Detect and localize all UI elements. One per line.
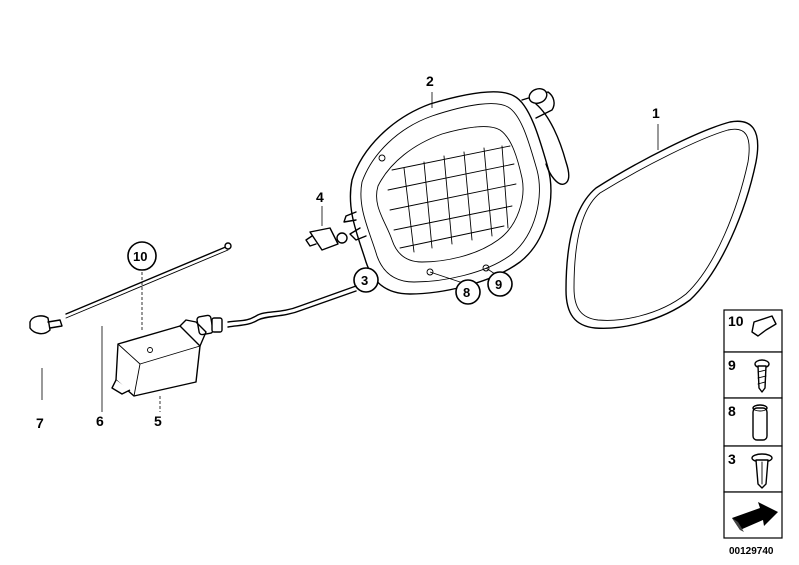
callout-1: 1 (652, 105, 660, 121)
part-actuator (111, 285, 357, 397)
callout-3: 3 (361, 273, 368, 288)
callout-3-circle (353, 267, 379, 293)
legend-label-8: 8 (728, 403, 736, 419)
legend-label-10: 10 (728, 313, 744, 329)
clip-icon (751, 315, 777, 337)
leader-8 (429, 271, 467, 285)
callout-9: 9 (495, 277, 502, 292)
part-buffer (305, 227, 348, 251)
part-filler-housing (343, 88, 570, 295)
callout-8: 8 (463, 285, 470, 300)
bolt-icon (752, 404, 768, 441)
screw-icon (754, 359, 770, 393)
legend-label-9: 9 (728, 357, 736, 373)
reference-number: 00129740 (729, 546, 774, 557)
callout-2: 2 (426, 73, 434, 89)
callout-5: 5 (154, 413, 162, 429)
callout-10-circle (127, 241, 157, 271)
expanding-pin-icon (751, 453, 773, 489)
parts-legend: 10 9 8 3 (723, 309, 783, 539)
legend-cell-9 (723, 351, 783, 399)
legend-label-3: 3 (728, 451, 736, 467)
callout-10: 10 (133, 249, 147, 264)
callout-7: 7 (36, 415, 44, 431)
callout-8-circle (455, 279, 481, 305)
callout-9-circle (487, 271, 513, 297)
callout-6: 6 (96, 413, 104, 429)
housing-grid (387, 145, 517, 253)
direction-arrow-icon (732, 502, 778, 532)
part-flap-cover (565, 120, 759, 329)
part-push-pin (29, 315, 63, 335)
part-release-cable (65, 242, 232, 319)
legend-cell-3 (723, 445, 783, 493)
callout-4: 4 (316, 189, 324, 205)
